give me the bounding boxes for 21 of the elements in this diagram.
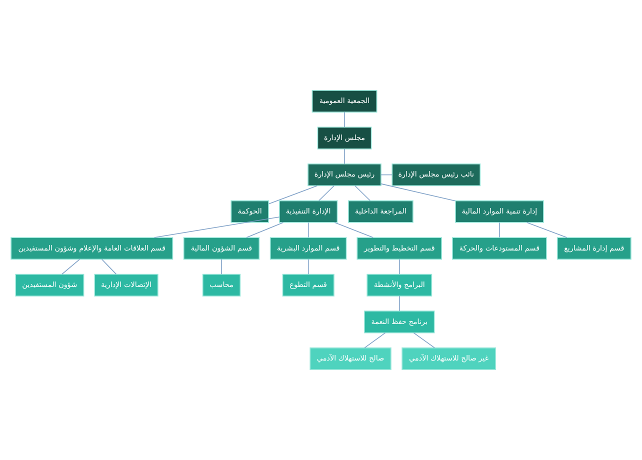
connector [354,185,371,201]
connector [154,216,280,238]
connector [246,222,284,238]
connector [221,258,222,275]
connector [380,183,456,202]
connector [268,185,318,204]
connector [101,258,117,275]
connector [344,112,345,128]
connector [308,258,309,275]
connector [413,332,435,348]
connector [334,222,374,238]
connector [499,222,500,238]
connector [380,174,392,176]
connector [399,296,400,312]
connector [364,332,386,348]
connector [318,185,334,201]
connector [308,222,309,238]
connector [526,222,568,238]
connector [344,148,345,164]
connector [62,258,80,275]
connector [399,258,400,275]
